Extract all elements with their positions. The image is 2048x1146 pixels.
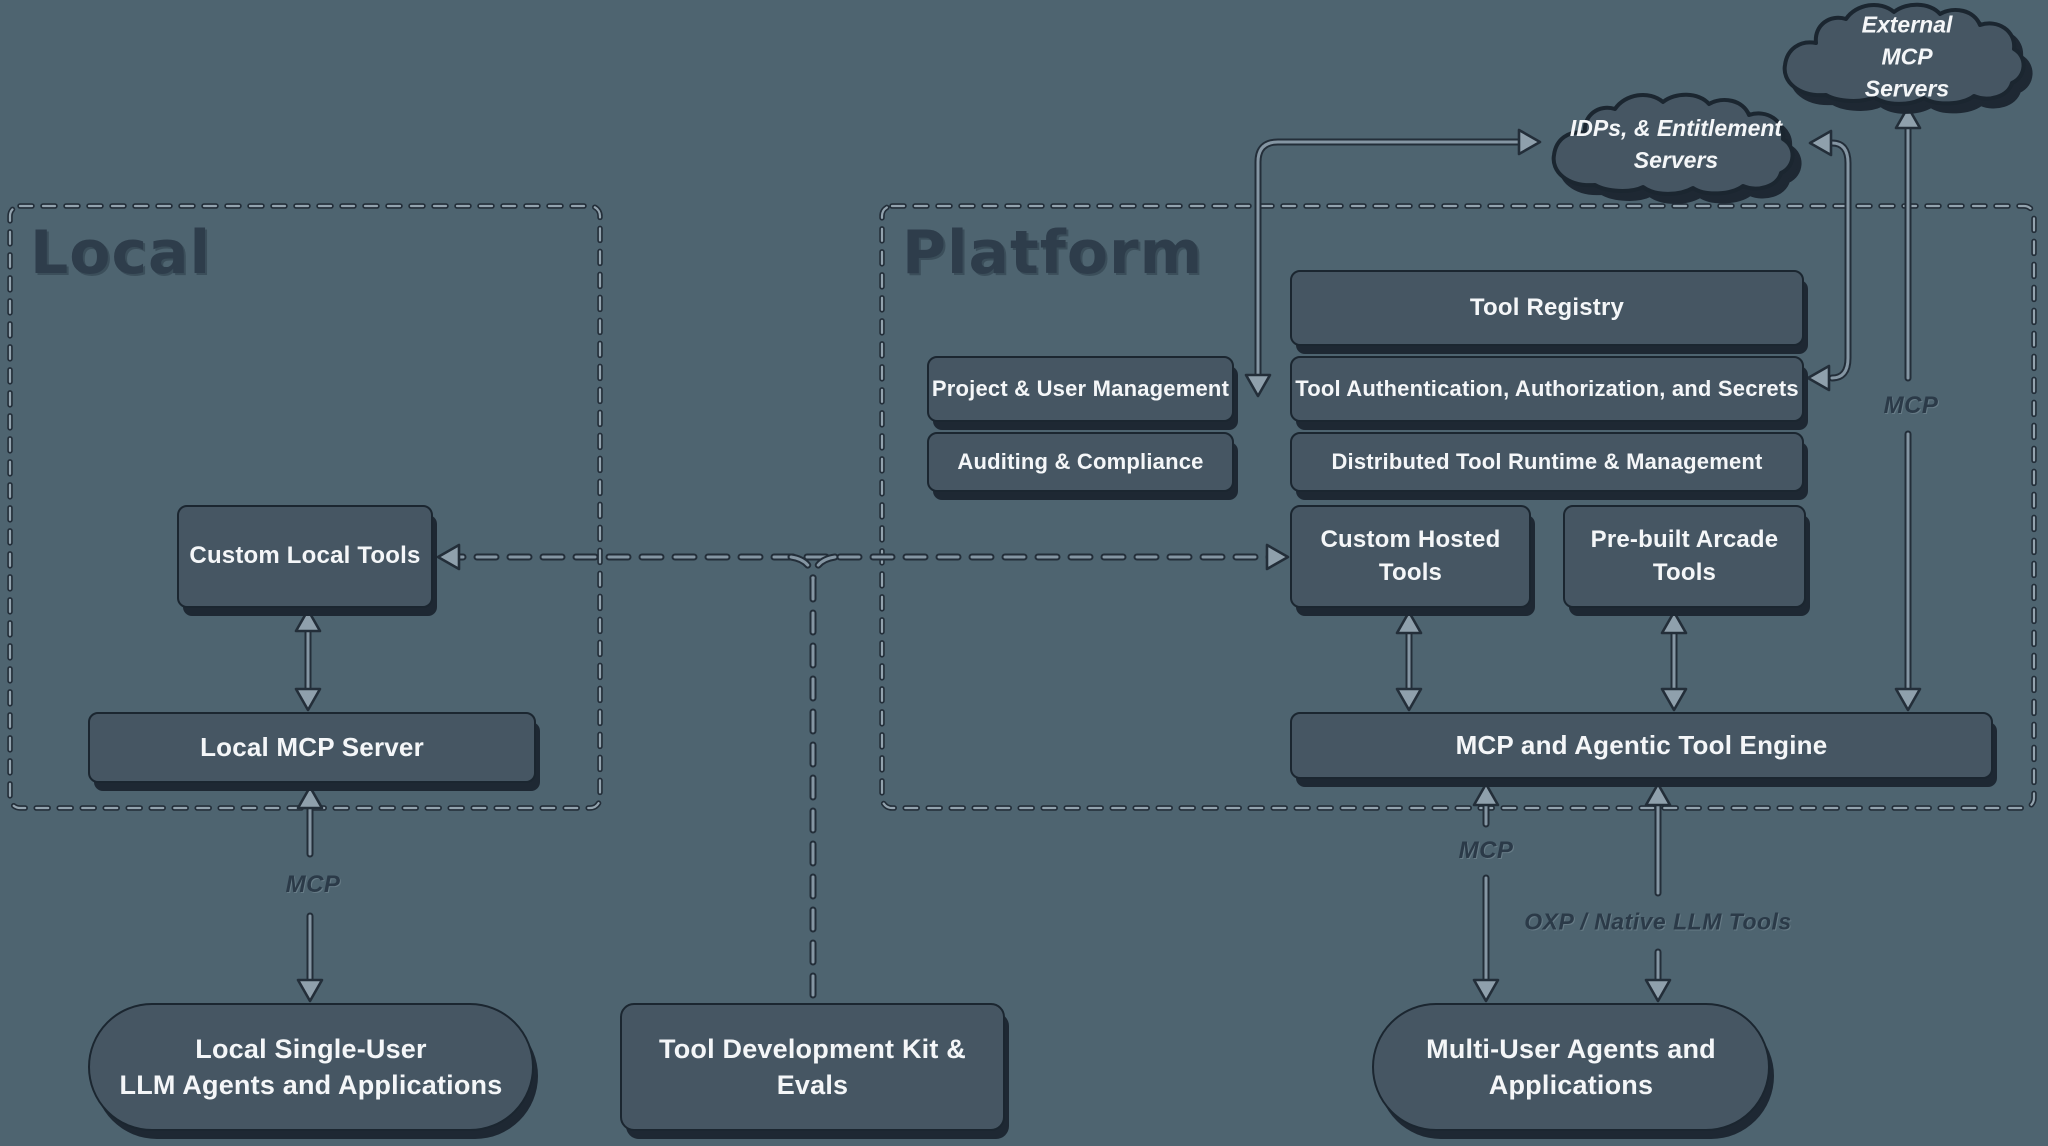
box-tool-authentication-label: Tool Authentication, Authorization, and … [1295, 376, 1799, 402]
edge-label-engine-mcp: MCP [1458, 837, 1514, 864]
arrowhead-down-icon [1644, 978, 1672, 1003]
arrowhead-left-icon [1806, 364, 1831, 392]
node-local-single-user-agents: Local Single-User LLM Agents and Applica… [88, 1003, 534, 1131]
box-distributed-runtime: Distributed Tool Runtime & Management [1290, 432, 1804, 492]
arrow-custom-hosted-to-engine [1395, 610, 1423, 712]
arrow-engine-to-multiuser-oxp [1644, 782, 1672, 1003]
local-zone-title: Local [30, 218, 212, 288]
arrowhead-down-icon [296, 978, 324, 1003]
box-local-mcp-server-label: Local MCP Server [200, 731, 424, 762]
arrowhead-down-icon [1244, 373, 1272, 398]
arrowhead-down-icon [1395, 687, 1423, 712]
node-local-agents-line1: Local Single-User [195, 1033, 427, 1064]
arrow-external-cloud-to-engine [1894, 105, 1922, 712]
arrow-project-mgmt-to-idps [1244, 128, 1542, 398]
dashed-connector-custom-tools [436, 543, 1290, 571]
arrowhead-down-icon [294, 687, 322, 712]
box-project-user-management-label: Project & User Management [931, 376, 1230, 402]
arrowhead-up-icon [294, 608, 322, 633]
arrowhead-down-icon [1472, 978, 1500, 1003]
box-mcp-agentic-engine: MCP and Agentic Tool Engine [1290, 712, 1993, 779]
box-auditing-compliance-label: Auditing & Compliance [957, 449, 1204, 475]
arrowhead-down-icon [1660, 687, 1688, 712]
arrowhead-up-icon [296, 785, 324, 810]
arrowhead-right-icon [1265, 543, 1290, 571]
box-prebuilt-arcade-tools-label: Pre-built Arcade Tools [1590, 526, 1779, 586]
box-local-mcp-server: Local MCP Server [88, 712, 536, 783]
node-tool-development-kit-label: Tool Development Kit & Evals [659, 1033, 966, 1100]
cloud-idps-label-line1: IDPs, & Entitlement [1569, 114, 1783, 141]
cloud-external-mcp-label: External MCP Servers [1861, 11, 1953, 103]
box-mcp-agentic-engine-label: MCP and Agentic Tool Engine [1455, 729, 1828, 760]
edge-label-external-mcp: MCP [1883, 392, 1939, 419]
box-custom-local-tools: Custom Local Tools [177, 505, 433, 608]
node-local-agents-line2: LLM Agents and Applications [119, 1070, 503, 1100]
edge-label-local-mcp: MCP [285, 871, 341, 898]
box-custom-hosted-tools: Custom Hosted Tools [1290, 505, 1531, 608]
arrow-tool-auth-to-idps [1806, 129, 1852, 392]
arrowhead-left-icon [1808, 129, 1833, 157]
cloud-idps-label: IDPs, & Entitlement Servers [1570, 112, 1782, 176]
arrowhead-right-icon [1517, 128, 1542, 156]
arrowhead-left-icon [436, 543, 461, 571]
node-tool-development-kit: Tool Development Kit & Evals [620, 1003, 1005, 1131]
arrowhead-up-icon [1894, 105, 1922, 130]
box-tool-authentication: Tool Authentication, Authorization, and … [1290, 356, 1804, 422]
node-multi-user-agents-line1: Multi-User Agents and [1426, 1033, 1716, 1064]
arrowhead-up-icon [1660, 610, 1688, 635]
arrowhead-up-icon [1472, 782, 1500, 807]
arrowhead-up-icon [1644, 782, 1672, 807]
node-multi-user-agents-line2: Applications [1488, 1070, 1654, 1100]
box-auditing-compliance: Auditing & Compliance [927, 432, 1234, 492]
arrowhead-up-icon [1395, 610, 1423, 635]
box-tool-registry: Tool Registry [1290, 270, 1804, 346]
box-custom-local-tools-label: Custom Local Tools [189, 542, 421, 570]
dashed-connector-tdk-branch [787, 553, 839, 1005]
platform-container-border [879, 203, 2037, 811]
box-distributed-runtime-label: Distributed Tool Runtime & Management [1331, 449, 1763, 475]
arrow-local-mcp-to-local-agents [296, 785, 324, 1003]
node-multi-user-agents: Multi-User Agents and Applications [1372, 1003, 1770, 1131]
cloud-idps-label-line2: Servers [1633, 147, 1719, 173]
arrowhead-down-icon [1894, 687, 1922, 712]
arrow-custom-local-to-local-mcp [294, 608, 322, 712]
local-container-border [7, 203, 603, 811]
box-project-user-management: Project & User Management [927, 356, 1234, 422]
platform-zone-title: Platform [902, 218, 1204, 288]
arrow-engine-to-multiuser-mcp [1472, 782, 1500, 1003]
box-tool-registry-label: Tool Registry [1469, 293, 1625, 321]
box-custom-hosted-tools-label: Custom Hosted Tools [1320, 526, 1501, 586]
edge-label-oxp: OXP / Native LLM Tools [1524, 908, 1792, 935]
arrow-prebuilt-to-engine [1660, 610, 1688, 712]
box-prebuilt-arcade-tools: Pre-built Arcade Tools [1563, 505, 1806, 608]
